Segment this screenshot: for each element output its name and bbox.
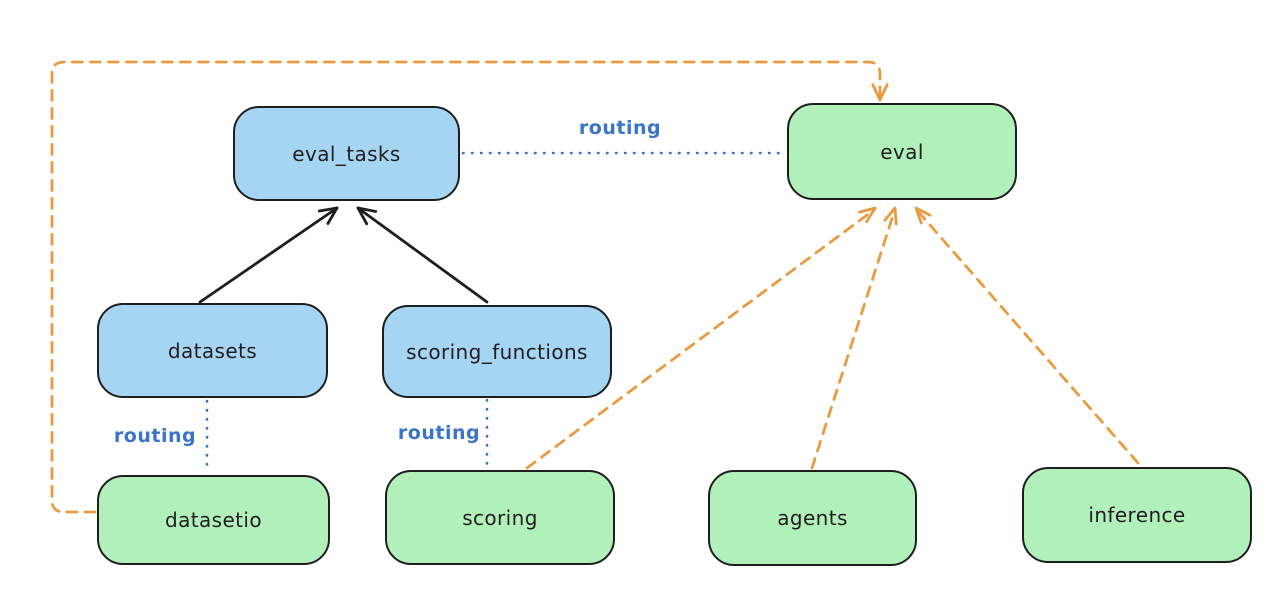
arrowhead-icon bbox=[883, 206, 898, 226]
node-scoring[interactable]: scoring bbox=[385, 470, 615, 565]
arrowhead-icon bbox=[871, 83, 889, 102]
arrowhead-icon bbox=[356, 206, 378, 226]
node-eval[interactable]: eval bbox=[787, 103, 1017, 200]
edge-scoring-to-eval bbox=[525, 207, 877, 470]
routing-label-scoring: routing bbox=[397, 422, 481, 444]
node-eval-label: eval bbox=[880, 139, 924, 164]
edge-datasetio-to-eval bbox=[50, 60, 882, 514]
arrowhead-icon bbox=[858, 206, 877, 224]
node-scoring-functions-label: scoring_functions bbox=[406, 339, 588, 364]
edge-agents-to-eval bbox=[810, 207, 897, 470]
node-datasets[interactable]: datasets bbox=[97, 303, 328, 398]
node-scoring-functions[interactable]: scoring_functions bbox=[382, 305, 612, 398]
routing-label-top: routing bbox=[578, 117, 662, 139]
edge-datasets-to-eval-tasks bbox=[198, 206, 339, 304]
edge-inference-to-eval bbox=[914, 207, 1140, 465]
arrowhead-icon bbox=[317, 206, 339, 225]
node-eval-tasks[interactable]: eval_tasks bbox=[233, 106, 460, 201]
node-eval-tasks-label: eval_tasks bbox=[292, 141, 401, 166]
arrowhead-icon bbox=[914, 206, 932, 225]
node-datasets-label: datasets bbox=[167, 338, 258, 363]
node-inference-label: inference bbox=[1088, 503, 1186, 527]
edge-scoring-functions-to-eval-tasks bbox=[356, 206, 489, 304]
node-agents[interactable]: agents bbox=[708, 470, 917, 566]
node-datasetio[interactable]: datasetio bbox=[97, 475, 330, 565]
node-inference[interactable]: inference bbox=[1022, 467, 1252, 563]
routing-label-datasets: routing bbox=[113, 425, 197, 447]
node-datasetio-label: datasetio bbox=[164, 508, 262, 532]
node-agents-label: agents bbox=[777, 506, 848, 530]
node-scoring-label: scoring bbox=[462, 505, 538, 530]
